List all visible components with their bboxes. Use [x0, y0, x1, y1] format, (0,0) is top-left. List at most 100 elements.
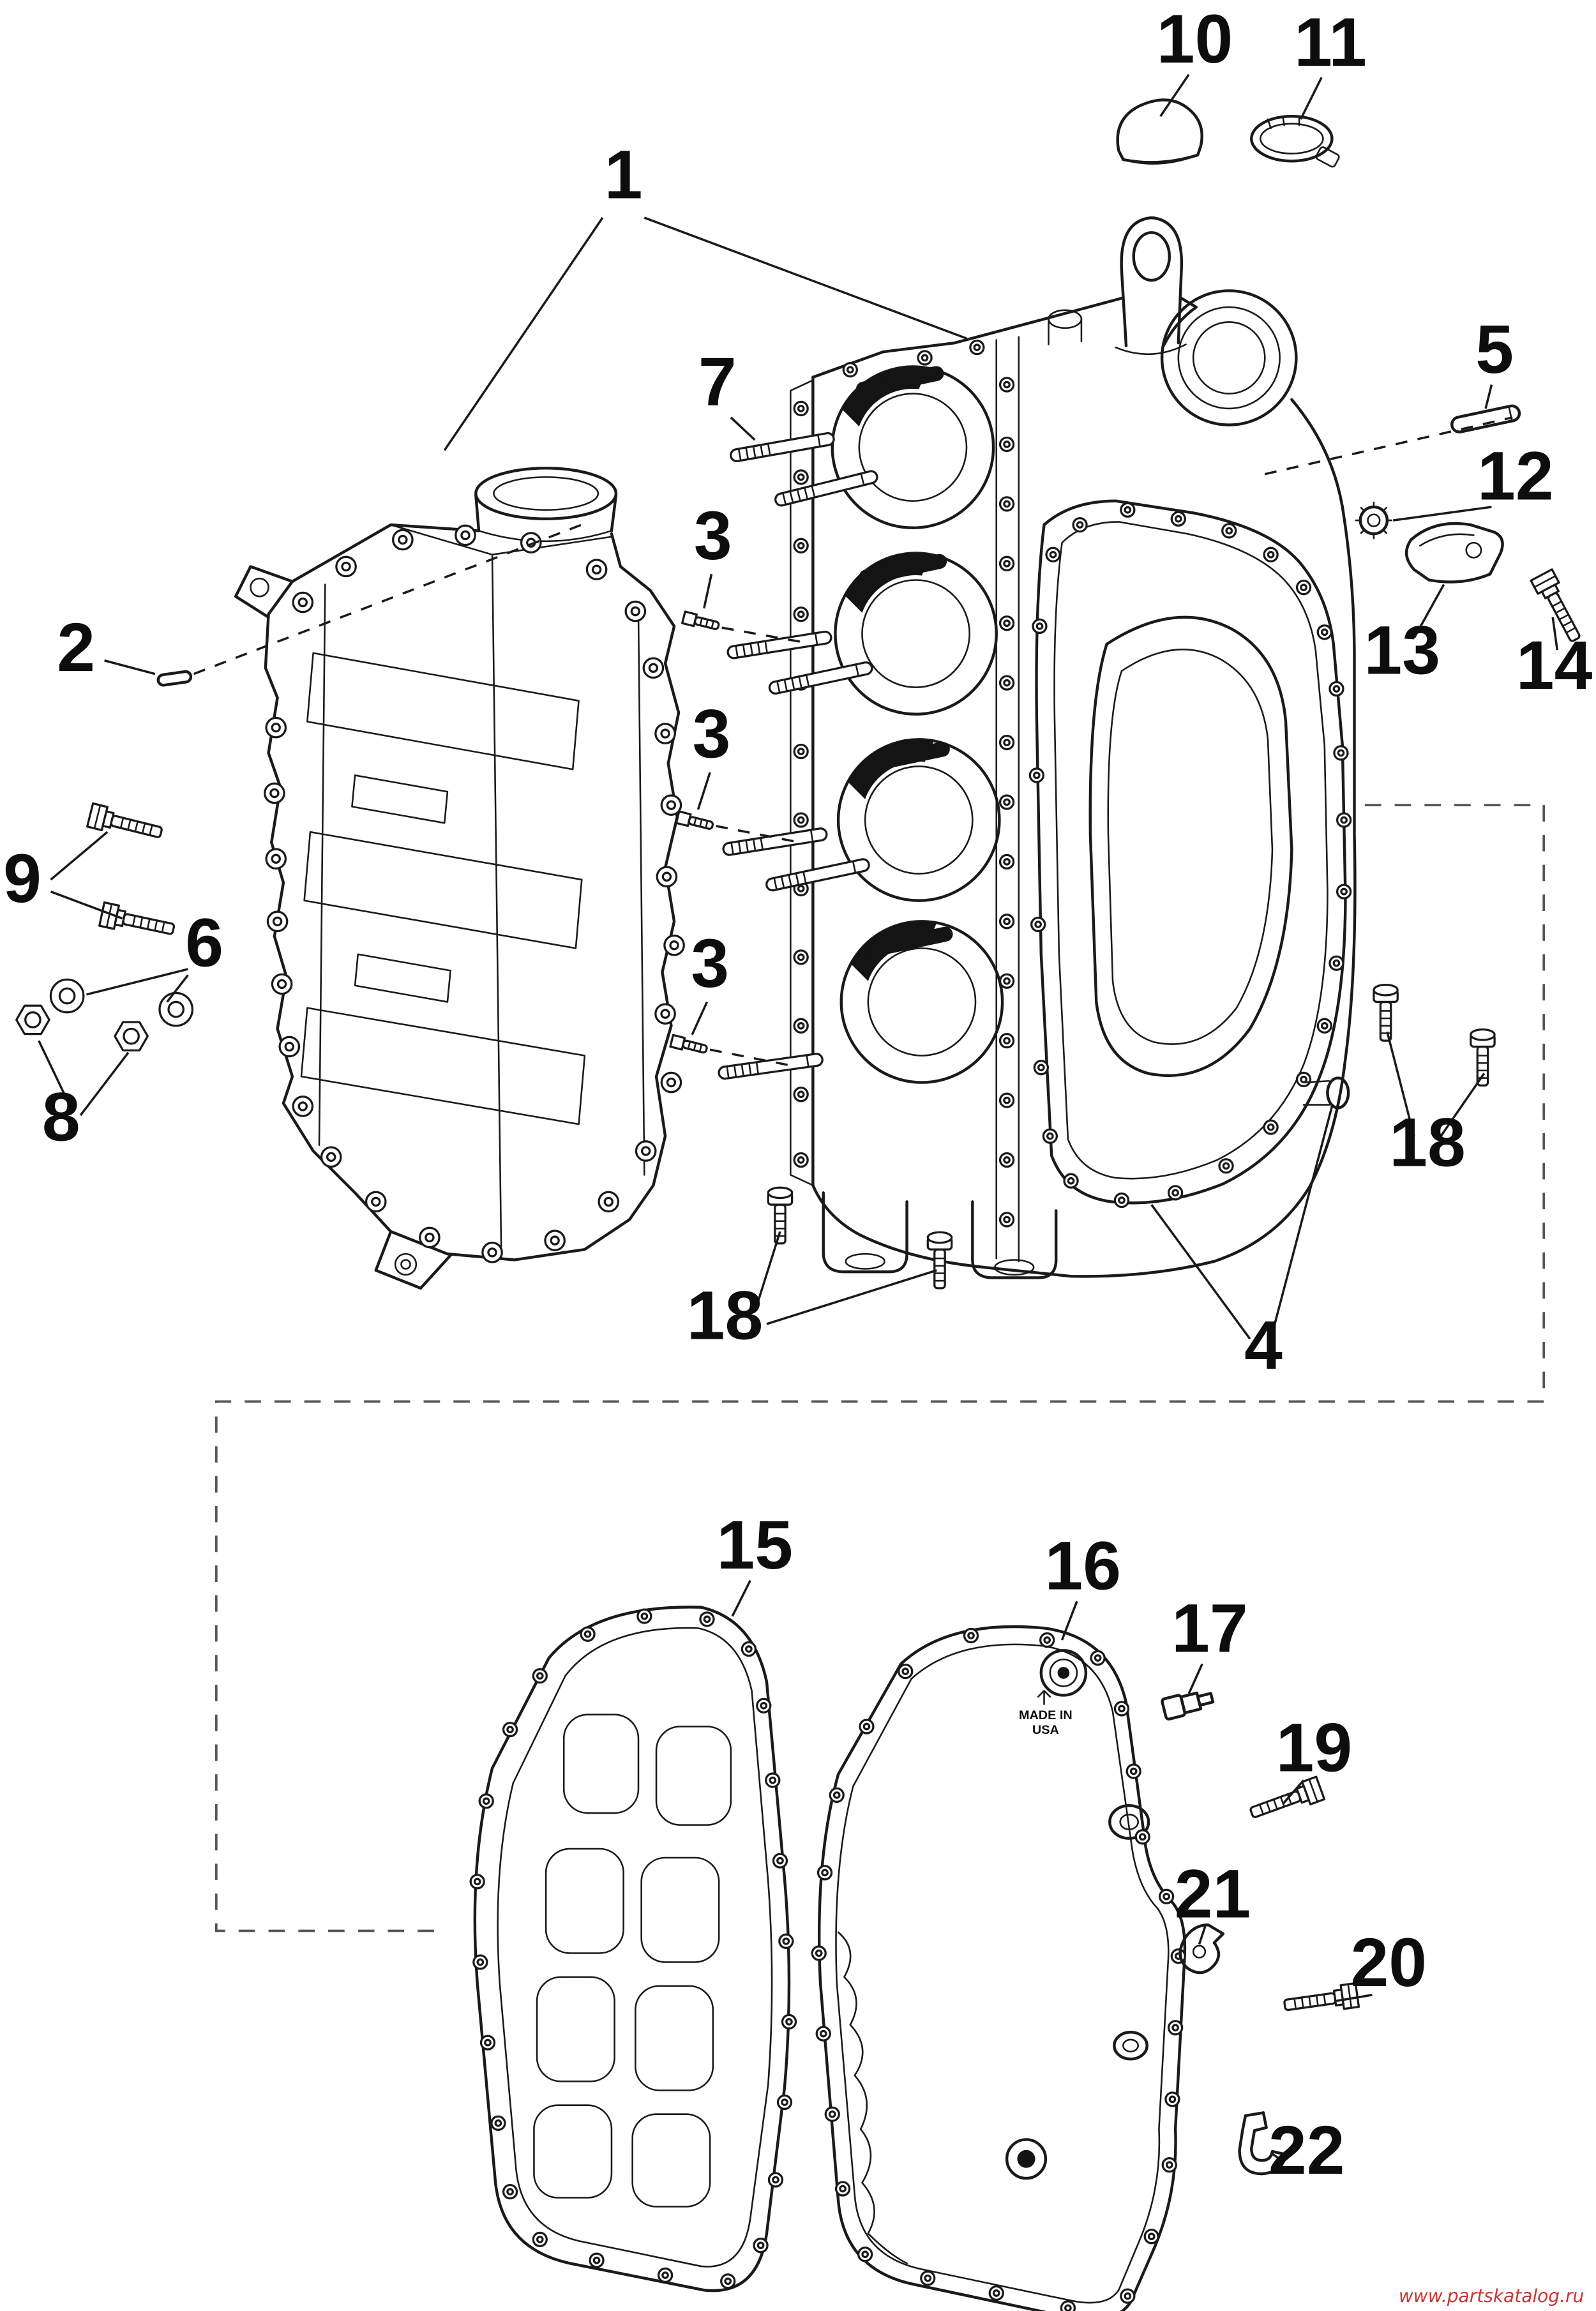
callout-label-17: 17 [1171, 1590, 1248, 1667]
block-spine-holes [998, 377, 1015, 1228]
gasket-windows [533, 1713, 732, 2208]
callout-label-21: 21 [1175, 1855, 1251, 1932]
callout-label-15: 15 [716, 1507, 793, 1583]
leader-line-6-0 [86, 968, 188, 996]
head-top-boss-inner [493, 476, 599, 511]
pin-part2 [156, 670, 193, 687]
crankcase-cover-flange [1053, 521, 1329, 1180]
leader-line-11-0 [1299, 77, 1323, 120]
leader-line-9-0 [50, 831, 109, 881]
head-upper-lug-hole [250, 577, 269, 598]
made-in-arrow [1037, 1690, 1051, 1705]
cover-top-boss-center [1057, 1667, 1070, 1679]
cover-mid-boss [1113, 2031, 1148, 2061]
leader-line-1-1 [644, 216, 967, 340]
block-bore-outer [1160, 289, 1298, 426]
leader-line-3c-0 [691, 1001, 709, 1035]
leader-line-3b-0 [696, 772, 711, 810]
block-foot-1-hole [845, 1253, 885, 1270]
leader-line-18b-1 [766, 1269, 937, 1325]
hose-clamp-part11 [1250, 114, 1340, 168]
callout-label-20: 20 [1350, 1924, 1427, 2001]
block-bore-mid [1177, 306, 1281, 410]
head-outline [264, 523, 681, 1261]
leader-line-7-0 [730, 416, 756, 441]
leader-line-3b-1 [716, 825, 800, 844]
head-upper-lug [234, 565, 294, 619]
block-top-small-boss-sides [1048, 318, 1083, 345]
leader-line-2-0 [104, 659, 156, 675]
head-bolt-holes [264, 524, 685, 1263]
callout-label-1: 1 [605, 137, 643, 213]
cover-side-boss-inner [1119, 1813, 1139, 1830]
callout-label-12: 12 [1477, 437, 1554, 514]
leader-line-2-1 [193, 520, 590, 675]
bracket-part13 [1405, 522, 1504, 583]
leader-line-4-0 [1150, 1204, 1251, 1340]
callout-label-18b: 18 [687, 1277, 764, 1353]
cover-top-boss-mid [1049, 1659, 1078, 1687]
leader-line-8-0 [38, 1040, 73, 1110]
leader-line-5-1 [1264, 416, 1513, 476]
head-rib-panel-3 [300, 1007, 586, 1125]
leader-line-18b-0 [753, 1231, 781, 1313]
made-in-line1: MADE IN [1019, 1708, 1073, 1722]
callout-label-3a: 3 [694, 497, 732, 574]
leader-line-8-1 [79, 1051, 130, 1117]
block-foot-2-hole [994, 1259, 1035, 1276]
crankcase-cover-outline [1035, 499, 1347, 1205]
cover-side-boss [1108, 1804, 1150, 1840]
sensor-part17 [1161, 1691, 1215, 1721]
leader-line-4-1 [1269, 1106, 1334, 1339]
leader-line-19-0 [1282, 1779, 1305, 1805]
head-web-right [637, 613, 645, 1176]
cap-part10 [1116, 98, 1203, 165]
leader-line-18a-1 [1440, 1073, 1486, 1137]
block-lifting-eye-hole [1132, 231, 1171, 282]
head-top-boss-collar [478, 530, 613, 542]
callout-label-16: 16 [1044, 1528, 1121, 1604]
lock-washer-part12 [1355, 501, 1393, 539]
cover-mid-boss-inner [1122, 2038, 1139, 2052]
nuts-part8 [15, 1004, 149, 1051]
callout-label-19: 19 [1276, 1710, 1353, 1786]
clamp-part21 [1178, 1923, 1225, 1975]
leader-line-12-0 [1393, 506, 1492, 522]
callout-label-2: 2 [57, 609, 95, 686]
callout-label-14: 14 [1516, 627, 1593, 704]
callout-label-5: 5 [1475, 311, 1514, 388]
block-left-flange-inner [790, 379, 814, 1186]
callout-label-10: 10 [1157, 1, 1233, 77]
gasket-part15 [469, 1606, 797, 2292]
callout-label-22: 22 [1269, 2112, 1345, 2188]
head-lower-lug-hole [394, 1253, 418, 1276]
head-rib-panel-2 [303, 831, 583, 949]
bolts-part9 [86, 802, 177, 942]
head-top-boss-outer [474, 467, 618, 520]
cover-bottom-boss-center [1017, 2149, 1035, 2168]
block-top-edge [811, 296, 1124, 379]
head-lower-lug [374, 1230, 452, 1290]
block-top-edge-right [1162, 296, 1198, 348]
leader-line-9-1 [50, 890, 123, 920]
crankcase-inner-recess-2 [1107, 649, 1274, 1045]
callout-label-13: 13 [1364, 612, 1440, 689]
block-right-edge [811, 398, 1357, 1278]
leader-line-6-1 [166, 974, 189, 1003]
leader-line-22-0 [1270, 2151, 1285, 2163]
callout-label-3b: 3 [693, 695, 731, 772]
leader-line-1-0 [443, 216, 604, 451]
leader-lines-layer [38, 73, 1558, 2163]
leader-line-16-0 [1060, 1600, 1078, 1641]
block-lifting-eye-base [1115, 343, 1187, 356]
leader-line-21-0 [1198, 1925, 1207, 1945]
leader-line-3c-1 [709, 1048, 794, 1067]
leader-line-14-0 [1551, 617, 1558, 651]
made-in-line2: USA [1032, 1723, 1059, 1737]
head-center-channel [491, 553, 502, 1247]
leader-line-20-0 [1336, 1994, 1373, 2002]
leader-line-3a-0 [703, 573, 713, 609]
block-side-boss [1326, 1076, 1350, 1110]
